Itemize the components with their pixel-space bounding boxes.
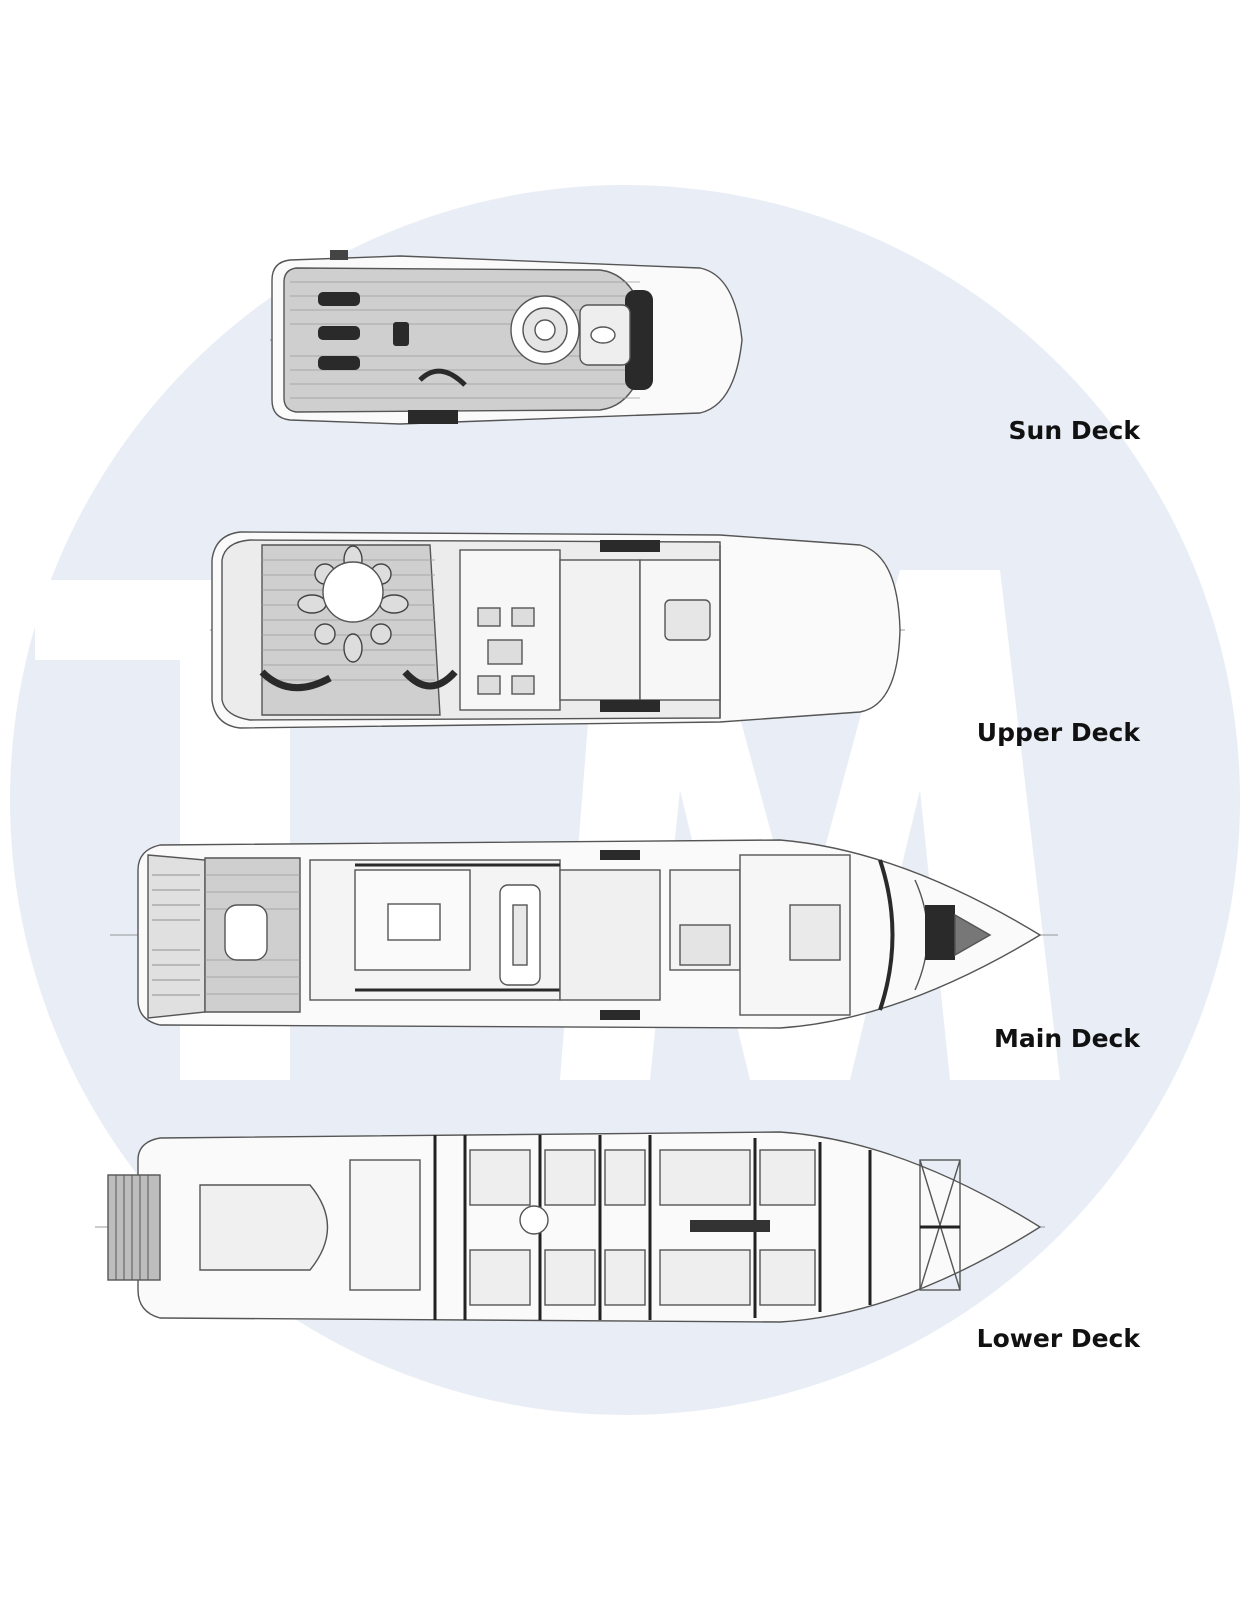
sun-deck-plan <box>270 250 743 425</box>
sun-deck-label: Sun Deck <box>1008 416 1140 445</box>
lower-deck-label: Lower Deck <box>976 1324 1140 1353</box>
main-deck-label: Main Deck <box>994 1024 1140 1053</box>
main-deck-plan <box>110 839 1058 1029</box>
lower-deck-plan <box>95 1131 1045 1323</box>
upper-deck-label: Upper Deck <box>976 718 1140 747</box>
upper-deck-plan <box>210 531 905 729</box>
